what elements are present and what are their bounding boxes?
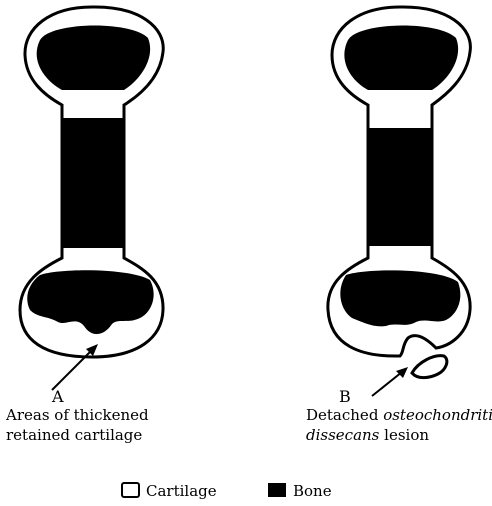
panel-b-bottom-epiphysis: [340, 270, 460, 326]
panel-b: [328, 7, 471, 396]
panel-a: [20, 7, 163, 390]
panel-a-letter: A: [51, 387, 64, 406]
panel-b-caption-line2: dissecans lesion: [306, 426, 429, 444]
panel-b-caption-suffix: lesion: [379, 426, 429, 444]
panel-b-diaphysis: [368, 128, 432, 246]
panel-b-arrow: [372, 372, 402, 396]
panel-a-caption-line1: Areas of thickened: [5, 406, 149, 424]
panel-a-diaphysis: [62, 118, 124, 248]
panel-b-caption-prefix: Detached: [306, 406, 383, 424]
panel-b-caption-italic-2: dissecans: [306, 426, 380, 444]
legend-bone-label: Bone: [293, 482, 332, 500]
panel-b-caption-italic-1: osteochondritis: [383, 406, 492, 424]
panel-b-letter: B: [339, 387, 351, 406]
panel-b-detached-lesion: [412, 356, 447, 378]
legend-cartilage-swatch: [122, 483, 139, 497]
panel-b-top-epiphysis: [344, 25, 458, 90]
panel-b-caption-line1: Detached osteochondritis: [306, 406, 492, 424]
panel-a-caption-line2: retained cartilage: [6, 426, 142, 444]
panel-a-top-epiphysis: [37, 25, 150, 90]
legend-cartilage-label: Cartilage: [146, 482, 217, 500]
legend-bone-swatch: [268, 483, 286, 497]
legend: Cartilage Bone: [122, 482, 332, 500]
